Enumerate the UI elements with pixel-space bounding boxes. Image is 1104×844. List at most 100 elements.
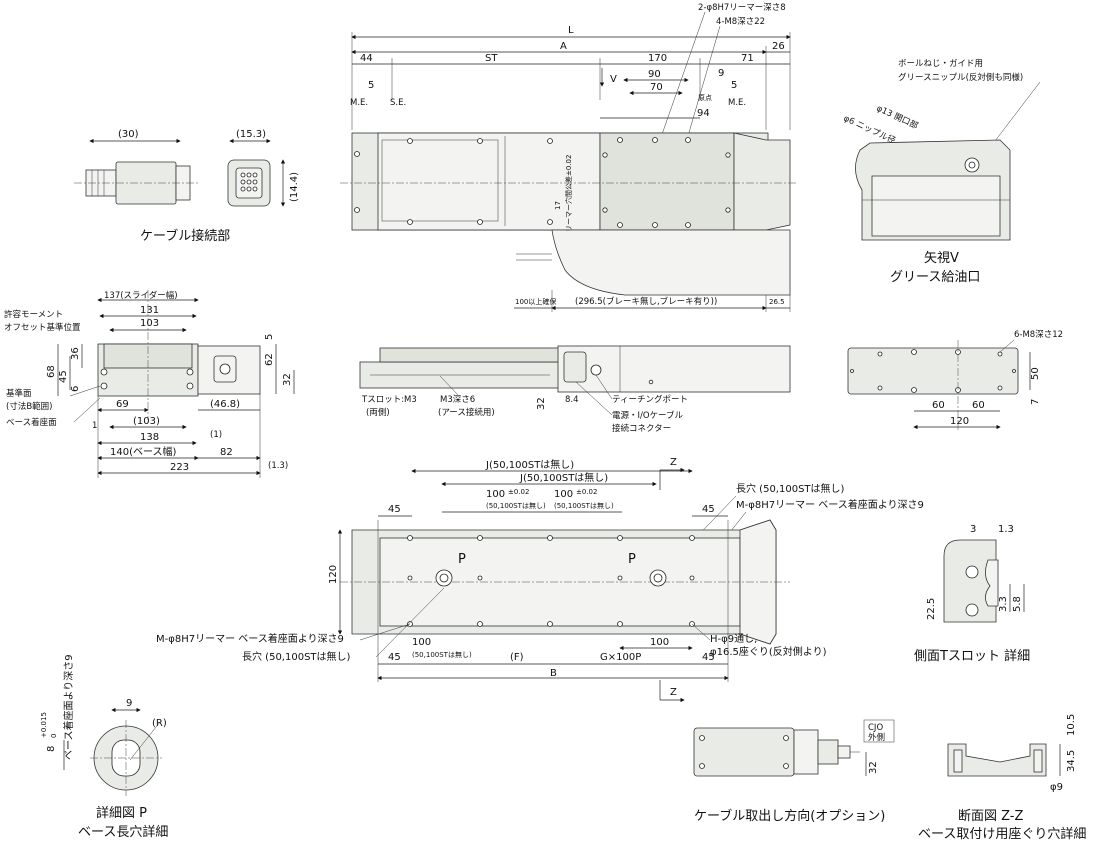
dim-100c: 100 [412,637,431,648]
p-marker-2: P [628,552,636,567]
p-marker-1: P [458,552,466,567]
dim-1-paren: (1) [210,430,222,440]
m8-callout: 4-M8深さ22 [716,17,765,27]
slider-top [599,132,735,231]
tslot-dim-22-5: 22.5 [926,598,937,620]
dim-15-3: (15.3) [236,129,266,140]
reamer-callout: 2-φ8H7リーマー深さ8 [698,3,786,13]
end-view: 137(スライダー幅) 131 103 許容モーメント オフセット基準位置 68… [4,290,295,478]
slider-dim-60a: 60 [932,400,945,411]
slider-dim-7: 7 [1030,399,1041,405]
tol-b: ±0.02 [576,488,597,496]
dim-45c: 45 [388,652,401,663]
dim-30: (30) [118,129,139,140]
dim-17: 17 [554,201,562,210]
dim-120-vert: 120 [328,565,339,584]
outside-label: 外側 [868,732,885,743]
dim-j2: J(50,100STは無し) [519,471,608,484]
dim-36: 36 [70,347,81,360]
detail-p-subtitle: ベース長穴詳細 [78,824,168,840]
dim-5-side: 5 [264,334,275,340]
dim-45: 45 [58,370,69,383]
tslot-both-label: (両側) [366,407,390,418]
tslot-detail: 3 1.3 22.5 3.3 5.8 側面Tスロット 詳細 [914,524,1030,664]
section-subtitle: ベース取付け用座ぐり穴詳細 [918,826,1086,842]
cable-connector-caption: ケーブル接続部 [140,228,230,244]
me-left-label: M.E. [350,98,368,108]
bottom-view: J(50,100STは無し) J(50,100STは無し) 100 ±0.02 … [156,457,924,703]
tslot-dim-3-3: 3.3 [998,596,1009,612]
dim-100-min: 100以上確保 [515,297,556,306]
detail-p-r: (R) [152,718,167,729]
note-c: (50,100STは無し) [412,650,472,659]
section-title: 断面図 Z-Z [958,809,1024,824]
origin-label: 原点 [698,94,712,102]
dim-b: B [550,668,557,679]
se-label: S.E. [390,98,406,108]
side-dim-32: 32 [536,397,547,410]
dim-5-left: 5 [368,80,374,91]
z-top: Z [670,457,677,468]
dim-69: 69 [116,399,129,410]
m3-label: M3深さ6 [440,395,475,405]
side-view: Tスロット:M3 (両側) M3深さ6 (アース接続用) 32 8.4 ティーチ… [359,345,791,434]
dim-296-5: (296.5(ブレーキ無し,ブレーキ有り)) [575,296,717,307]
offset-label: オフセット基準位置 [4,322,81,333]
reamer-callout-2: M-φ8H7リーマー ベース着座面より深さ9 [156,632,344,645]
reamer-callout-1: M-φ8H7リーマー ベース着座面より深さ9 [736,498,924,511]
tol-a: ±0.02 [508,488,529,496]
motor-end [733,132,791,231]
dim-170: 170 [648,53,667,64]
opening-note: φ13 開口部 [875,103,921,132]
tslot-label: Tスロット:M3 [361,395,417,405]
dim-103: 103 [140,318,159,329]
section-zz: 10.5 34.5 φ9 断面図 Z-Z ベース取付け用座ぐり穴詳細 [918,714,1086,842]
dim-26-5: 26.5 [769,298,785,306]
dim-46-8: (46.8) [210,399,240,410]
dim-26: 26 [772,41,785,52]
earth-label: (アース接続用) [438,407,495,418]
dim-ST: ST [485,53,498,64]
dim-70: 70 [650,82,663,93]
view-v-title: 矢視V [924,251,959,266]
slider-dim-50: 50 [1030,367,1041,380]
slider-top-view: 6-M8深さ12 50 7 60 60 120 [847,330,1063,430]
tslot-dim-5-8: 5.8 [1012,596,1023,612]
dim-9: 9 [718,68,724,79]
detail-p-title: 詳細図 P [96,805,147,821]
dim-140: 140(ベース幅) [110,445,176,458]
h-callout-2: φ16.5座ぐり(反対側より) [710,645,827,658]
dim-71: 71 [741,53,754,64]
dim-j1: J(50,100STは無し) [485,458,574,471]
tslot-dim-1-3: 1.3 [998,524,1014,535]
dim-103b: (103) [133,416,160,427]
slider-dim-60b: 60 [972,400,985,411]
view-v-label: V [610,74,617,85]
view-v: ボールねじ・ガイド用 グリースニップル(反対側も同様) φ13 開口部 φ6 ニ… [842,58,1041,285]
slot-callout: 長穴 (50,100STは無し) [736,482,845,495]
dim-100a: 100 [486,489,505,500]
dim-68: 68 [46,365,57,378]
detail-p-d9: 9 [126,698,132,709]
detail-p-d8: 8 [46,746,57,752]
dim-32-side: 32 [282,373,293,386]
detail-p: ベース着座面より深さ9 8 +0.015 0 9 (R) 詳細図 P ベース長穴… [40,654,168,840]
dim-223: 223 [170,462,189,473]
side-dim-8-4: 8.4 [565,395,579,405]
cable-connector-view: (30) (15.3) (14.4) ケーブル接続部 [74,129,300,244]
detail-p-tol0: 0 [50,734,58,738]
dim-131: 131 [140,305,159,316]
power-connector-label: 接続コネクター [612,423,671,434]
dim-45d: 45 [702,652,715,663]
tslot-dim-3: 3 [970,524,976,535]
note-b: (50,100STは無し) [554,501,614,510]
section-dim-10-5: 10.5 [1066,714,1077,736]
base-seat-label: ベース着座面 [6,417,57,428]
grease-note-2: グリースニップル(反対側も同様) [898,72,1023,83]
slider-dim-120: 120 [950,416,969,427]
ref-range-label: (寸法B範囲) [6,401,52,412]
cable-option-view: CJO 外側 32 ケーブル取出し方向(オプション) [693,719,895,824]
dim-100d: 100 [650,637,669,648]
dim-1: 1 [92,421,97,431]
